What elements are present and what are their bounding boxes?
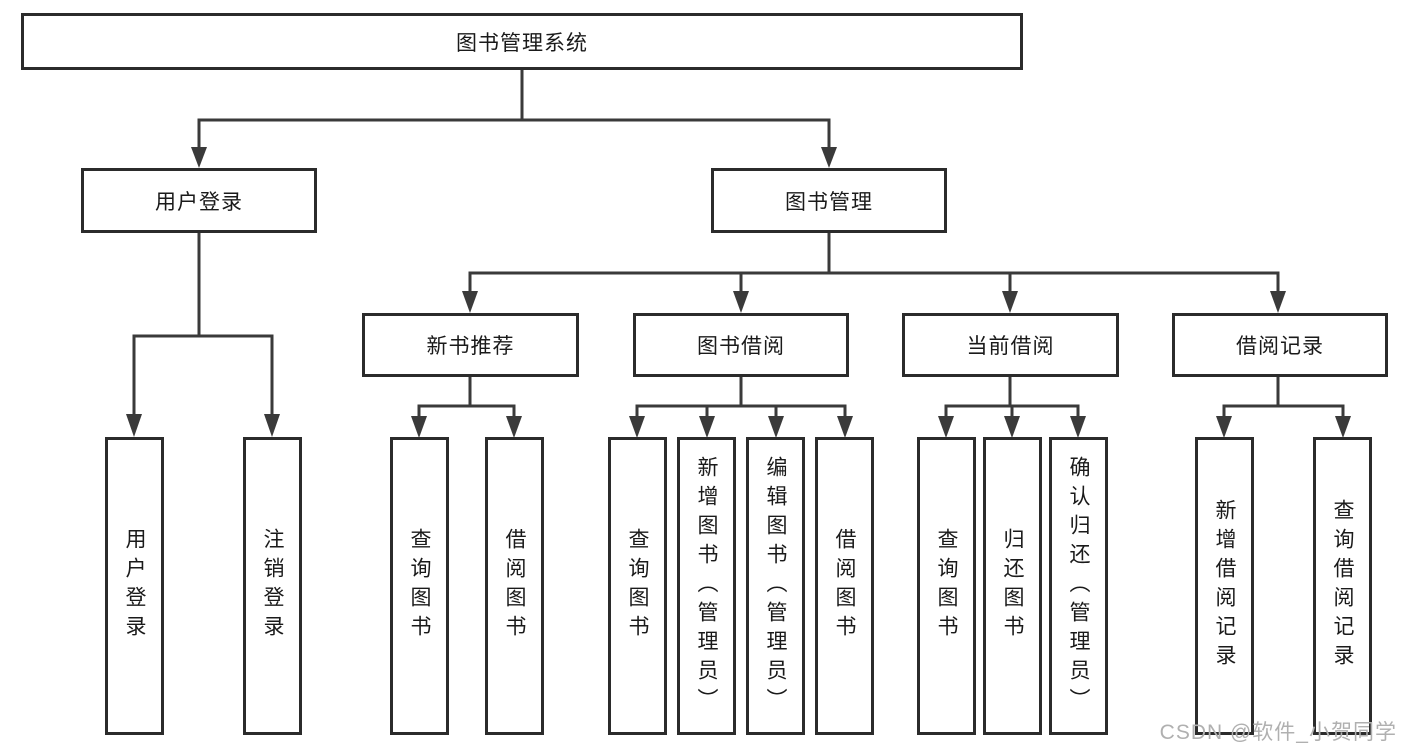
connector-bookmgmt-to-level3 [468,233,1280,293]
arrow-down-icon [699,416,715,438]
arrow-down-icon [264,414,280,437]
node-box-borrow-records: 借阅记录 [1172,313,1388,377]
arrow-down-icon [1002,291,1018,313]
node-label: 图书借阅 [697,335,785,358]
node-box-current-borrow: 当前借阅 [902,313,1119,377]
connector-root-to-level2 [197,70,831,149]
arrow-down-icon [411,416,427,438]
arrow-down-icon [1004,416,1020,438]
node-label: 借阅记录 [1236,335,1324,358]
node-label: 新增借阅记录 [1213,499,1236,673]
node-label: 归还图书 [1001,528,1024,644]
arrow-down-icon [1335,416,1351,438]
leaf-box-confirm-return-admin: 确认归还（管理员） [1049,437,1108,735]
connector-newbook-to-leaves [417,377,516,418]
arrow-down-icon [126,414,142,437]
leaf-box-return-books: 归还图书 [983,437,1042,735]
node-box-book-management: 图书管理 [711,168,947,233]
arrow-down-icon [733,291,749,313]
node-label: 确认归还（管理员） [1067,455,1090,717]
leaf-box-edit-books-admin: 编辑图书（管理员） [746,437,805,735]
arrow-down-icon [837,416,853,438]
leaf-box-borrow-books-1: 借阅图书 [485,437,544,735]
arrow-down-icon [629,416,645,438]
csdn-watermark: CSDN @软件_小贺同学 [1159,721,1397,744]
node-label: 编辑图书（管理员） [764,455,787,717]
node-label: 注销登录 [261,528,284,644]
leaf-box-query-books-2: 查询图书 [608,437,667,735]
arrow-down-icon [462,291,478,313]
node-label: 查询图书 [935,528,958,644]
arrow-down-icon [191,147,207,168]
leaf-box-add-books-admin: 新增图书（管理员） [677,437,736,735]
arrow-down-icon [821,147,837,168]
node-label: 图书管理 [785,190,873,214]
arrow-down-icon [1270,291,1286,313]
leaf-box-add-borrow-record: 新增借阅记录 [1195,437,1254,735]
arrow-down-icon [1070,416,1086,438]
node-box-user-login: 用户登录 [81,168,317,233]
node-label: 查询图书 [408,528,431,644]
leaf-box-query-borrow-record: 查询借阅记录 [1313,437,1372,735]
leaf-box-query-books-3: 查询图书 [917,437,976,735]
node-label: 新书推荐 [426,335,515,358]
arrow-down-icon [1216,416,1232,438]
node-label: 借阅图书 [503,528,526,644]
leaf-box-borrow-books-2: 借阅图书 [815,437,874,735]
node-label: 查询借阅记录 [1331,499,1354,673]
connector-currentborrow-to-leaves [944,377,1080,418]
node-label: 当前借阅 [966,335,1055,358]
leaf-box-user-login: 用户登录 [105,437,164,735]
node-label: 查询图书 [626,528,649,644]
leaf-box-query-books-1: 查询图书 [390,437,449,735]
node-label: 借阅图书 [833,528,856,644]
node-label: 用户登录 [123,528,146,644]
arrow-down-icon [506,416,522,438]
connector-bookborrow-to-leaves [635,377,847,418]
node-box-book-borrow: 图书借阅 [633,313,849,377]
node-label: 用户登录 [155,190,243,214]
node-box-root: 图书管理系统 [21,13,1023,70]
connector-userlogin-to-leaves [132,233,274,416]
node-label: 图书管理系统 [456,31,588,55]
arrow-down-icon [768,416,784,438]
connector-records-to-leaves [1222,377,1345,418]
arrow-down-icon [938,416,954,438]
node-label: 新增图书（管理员） [695,455,718,717]
node-box-new-book-recommend: 新书推荐 [362,313,579,377]
leaf-box-logout: 注销登录 [243,437,302,735]
